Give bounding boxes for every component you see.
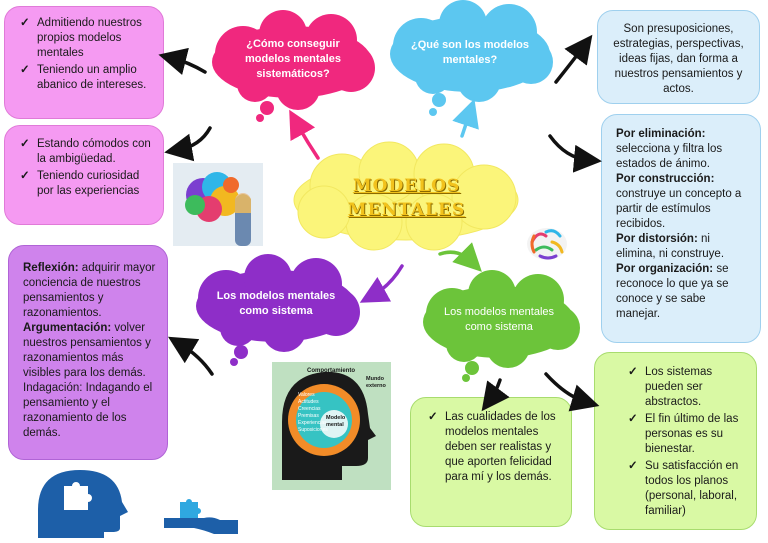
diagram-item: Experiencias <box>298 420 327 426</box>
list-item: Teniendo un amplio abanico de intereses. <box>17 63 155 93</box>
top-right-box: Son presuposiciones, estrategias, perspe… <box>597 10 760 104</box>
que-cloud: ¿Qué son los modelos mentales? <box>381 0 559 120</box>
type-text: construye un concepto a partir de estímu… <box>616 188 742 230</box>
cloud-text: Los modelos mentales como sistema <box>443 306 555 333</box>
cloud-text: Los modelos mentales como sistema <box>216 290 336 317</box>
bottom-right-box: Los sistemas pueden ser abstractos. El f… <box>594 352 757 530</box>
type-label: Por distorsión: <box>616 233 698 245</box>
diagram-item: Valores <box>298 392 315 398</box>
type-text: ni elimina, ni construye. <box>616 233 725 260</box>
top-left-box: Admitiendo nuestros propios modelos ment… <box>4 6 164 119</box>
list-item: Admitiendo nuestros propios modelos ment… <box>17 16 155 61</box>
diagram-top-label: Comportamiento <box>307 368 355 374</box>
mental-model-diagram: Comportamiento Mundo externo Modelo ment… <box>272 362 391 490</box>
process-label: Argumentación: <box>23 322 112 334</box>
list-item: El fin último de las personas es su bien… <box>625 412 748 457</box>
list-item: Teniendo curiosidad por las experiencias <box>17 169 155 199</box>
process-text: adquirir mayor conciencia de nuestros pe… <box>23 262 156 319</box>
bottom-left-box: Reflexión: adquirir mayor conciencia de … <box>8 245 168 460</box>
purple-cloud-shape <box>196 254 360 366</box>
process-text: Indagación: Indagando el pensamiento y e… <box>23 382 153 439</box>
type-text: selecciona y filtra los estados de ánimo… <box>616 143 723 170</box>
magenta-cloud-shape <box>212 10 375 122</box>
center-cloud: MODELOS MENTALES <box>284 141 529 254</box>
list-item: Los sistemas pueden ser abstractos. <box>625 365 748 410</box>
process-label: Reflexión: <box>23 262 79 274</box>
main-title-line1: MODELOS <box>352 176 461 196</box>
green-cloud-shape <box>423 270 580 382</box>
sistema-right-cloud: Los modelos mentales como sistema <box>414 270 584 382</box>
main-title-line2: MENTALES <box>347 200 466 220</box>
diagram-item: Premisas <box>298 413 319 419</box>
cloud-text: ¿Qué son los modelos mentales? <box>411 39 529 66</box>
mid-left-box: Estando cómodos con la ambigüedad. Tenie… <box>4 125 164 225</box>
diagram-item: Actitudes <box>298 399 319 405</box>
head-puzzle-icon <box>24 466 140 538</box>
sistema-left-cloud: Los modelos mentales como sistema <box>186 254 366 366</box>
colorful-brain-icon <box>522 222 572 266</box>
center-cloud-shape <box>293 141 519 251</box>
diagram-world-label: Mundo externo <box>366 376 386 389</box>
type-text: se reconoce lo que ya se conoce y se sab… <box>616 263 729 320</box>
cyan-cloud-shape <box>390 0 553 116</box>
type-label: Por eliminación: <box>616 128 706 140</box>
definition-text: Son presuposiciones, estrategias, perspe… <box>613 23 744 95</box>
mid-right-box: Por eliminación: selecciona y filtra los … <box>601 114 761 343</box>
puzzle-hand-icon <box>164 494 238 534</box>
list-item: Las cualidades de los modelos mentales d… <box>425 410 563 485</box>
list-item: Estando cómodos con la ambigüedad. <box>17 137 155 167</box>
brain-icon <box>173 163 263 246</box>
bottom-center-box: Las cualidades de los modelos mentales d… <box>410 397 572 527</box>
diagram-item: Creencias <box>298 406 321 412</box>
diagram-item: Suposiciones <box>298 427 328 433</box>
cloud-text: ¿Cómo conseguir modelos mentales sistemá… <box>245 37 341 80</box>
process-text: volver nuestros pensamientos y razonamie… <box>23 322 151 379</box>
type-label: Por organización: <box>616 263 714 275</box>
list-item: Su satisfacción en todos los planos (per… <box>625 459 748 519</box>
diagram-center-label: Modelo mental <box>326 415 346 428</box>
type-label: Por construcción: <box>616 173 715 185</box>
como-cloud: ¿Cómo conseguir modelos mentales sistemá… <box>203 10 381 124</box>
